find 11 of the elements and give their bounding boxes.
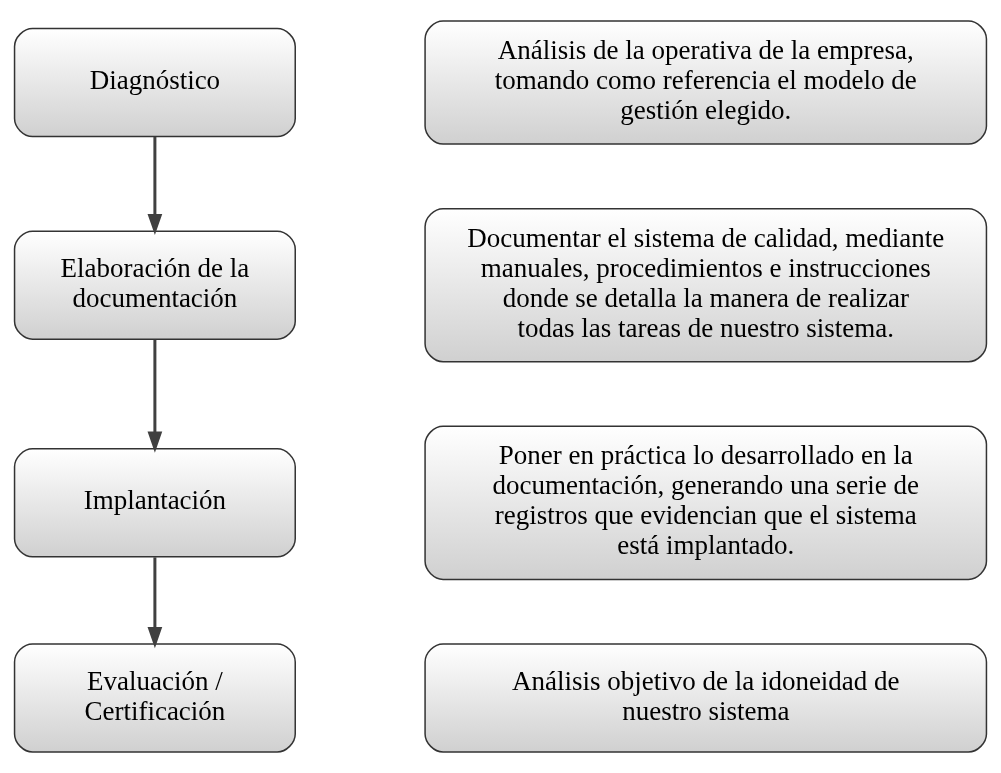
node-box: Evaluación / Certificación: [13, 643, 296, 753]
arrow: [147, 339, 163, 453]
node-box: Documentar el sistema de calidad, mediante manuales, procedimientos e instrucciones donde se detalla la manera de realizar todas las tareas de nuestro sistema.: [424, 207, 988, 363]
node-box: Análisis de la operativa de la empresa, tomando como referencia el modelo de gestión elegido.: [424, 20, 988, 145]
node-box: Implantación: [13, 448, 296, 558]
node-box: Elaboración de la documentación: [13, 230, 296, 340]
node-box: Diagnóstico: [13, 27, 296, 138]
arrow: [147, 137, 163, 235]
node-box: Poner en práctica lo desarrollado en la documentación, generando una serie de registros que evidencian que el sistema está implantado.: [424, 425, 988, 581]
arrow: [147, 557, 163, 649]
node-box: Análisis objetivo de la idoneidad de nuestro sistema: [424, 643, 988, 753]
